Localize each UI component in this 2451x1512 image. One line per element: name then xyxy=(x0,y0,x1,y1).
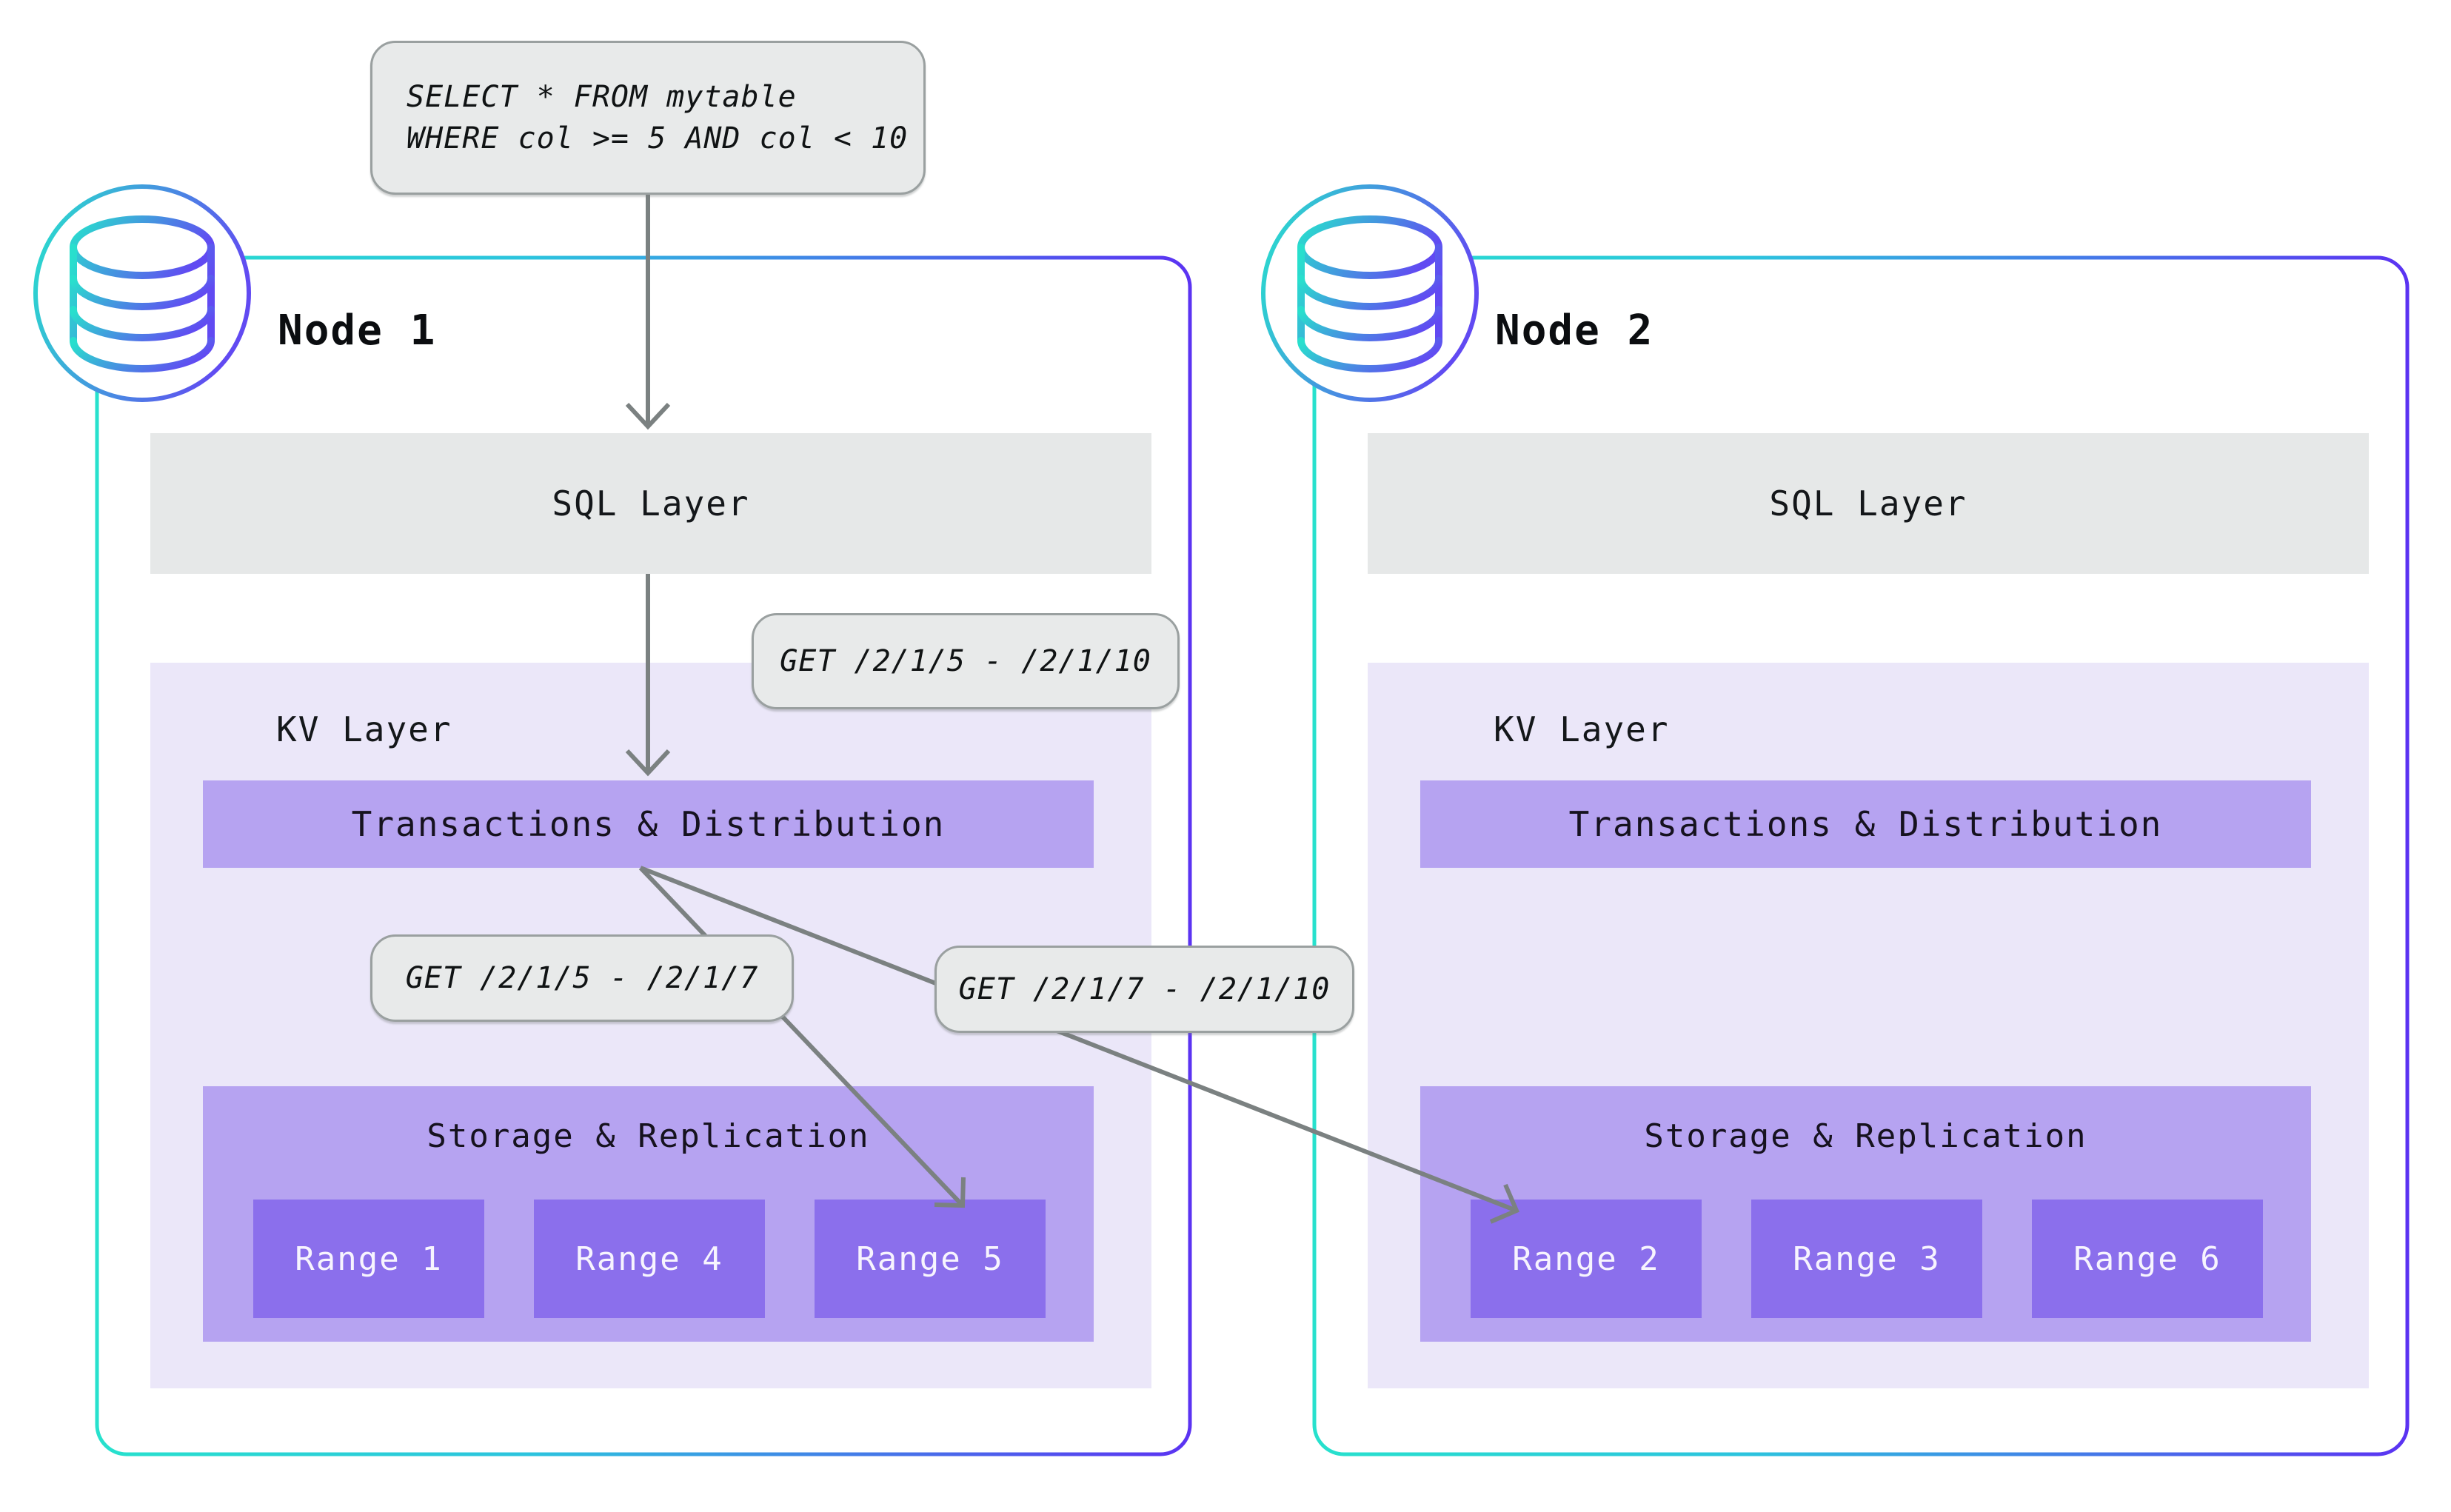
kv-request-right-bubble: GET /2/1/7 - /2/1/10 xyxy=(934,946,1354,1033)
transactions-distribution-label: Transactions & Distribution xyxy=(1568,804,2163,844)
range-box: Range 6 xyxy=(2032,1200,2263,1318)
transactions-distribution-bar: Transactions & Distribution xyxy=(203,780,1094,868)
range-box: Range 1 xyxy=(253,1200,484,1318)
node-title: Node 1 xyxy=(278,307,437,355)
transactions-distribution-bar: Transactions & Distribution xyxy=(1420,780,2311,868)
storage-replication-box: Storage & Replication Range 2 Range 3 Ra… xyxy=(1420,1086,2311,1342)
range-box: Range 3 xyxy=(1751,1200,1982,1318)
kv-request-left-bubble: GET /2/1/5 - /2/1/7 xyxy=(370,934,794,1022)
range-box: Range 5 xyxy=(815,1200,1046,1318)
storage-replication-label: Storage & Replication xyxy=(427,1117,870,1155)
kv-layer-label: KV Layer xyxy=(1494,709,1670,749)
range-box: Range 2 xyxy=(1471,1200,1702,1318)
node-2-container: Node 2 SQL Layer KV Layer Transactions &… xyxy=(1312,255,2410,1456)
storage-replication-label: Storage & Replication xyxy=(1644,1117,2087,1155)
sql-query-line2: WHERE col >= 5 AND col < 10 xyxy=(407,121,909,155)
transactions-distribution-label: Transactions & Distribution xyxy=(351,804,946,844)
kv-layer-label: KV Layer xyxy=(276,709,452,749)
node-1-border xyxy=(95,255,1192,1456)
kv-request-combined-bubble: GET /2/1/5 - /2/1/10 xyxy=(752,613,1180,709)
sql-query-line1: SELECT * FROM mytable xyxy=(407,80,797,114)
node-title: Node 2 xyxy=(1495,307,1654,355)
sql-layer: SQL Layer xyxy=(1368,433,2369,574)
sql-layer-label: SQL Layer xyxy=(552,484,750,523)
sql-layer: SQL Layer xyxy=(150,433,1151,574)
storage-replication-box: Storage & Replication Range 1 Range 4 Ra… xyxy=(203,1086,1094,1342)
sql-layer-label: SQL Layer xyxy=(1769,484,1967,523)
node-1-container: Node 1 SQL Layer KV Layer Transactions &… xyxy=(95,255,1192,1456)
node-2-border xyxy=(1312,255,2410,1456)
range-box: Range 4 xyxy=(534,1200,765,1318)
sql-query-bubble: SELECT * FROM mytable WHERE col >= 5 AND… xyxy=(370,41,926,195)
